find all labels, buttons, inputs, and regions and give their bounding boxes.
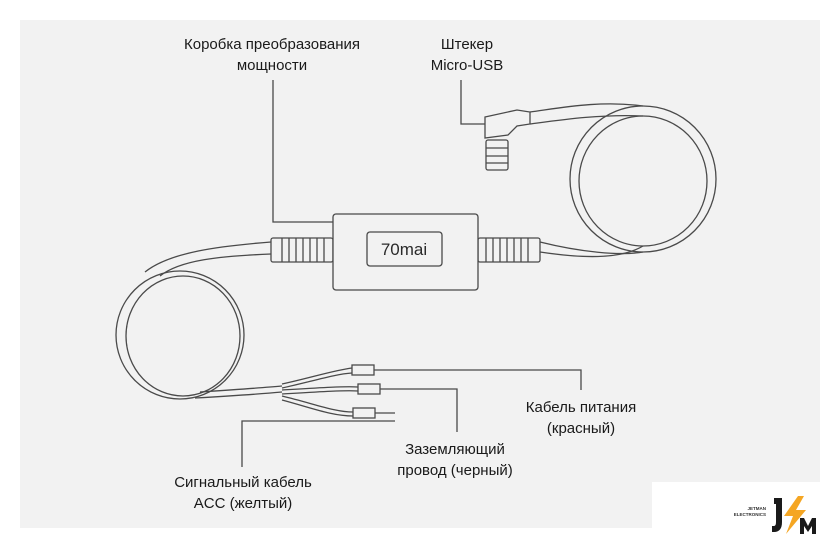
micro-usb-cable-inner [529,114,644,125]
label-power-box: Коробка преобразования мощности [184,36,360,74]
micro-usb-plug [484,109,531,171]
micro-usb-cable [529,103,644,113]
leader-ground-wire [400,388,458,432]
logo-m-letter [800,518,816,534]
diagram-panel: 70mai [20,20,820,528]
red-power-wire [281,364,395,389]
right-cable-coil-inner [578,115,708,247]
right-cable-coil [569,105,717,253]
yellow-acc-wire [281,395,395,419]
watermark-area [652,482,840,549]
watermark-text: JETMAN ELECTRONICS [733,506,766,517]
black-ground-wire [281,383,400,395]
brand-logo: 70mai [381,240,427,259]
left-cable-coil-inner [125,275,241,397]
leader-acc-cable [241,420,395,467]
wire-harness [199,385,283,393]
left-strain-relief [270,237,334,263]
wire-harness-inner [194,391,283,399]
box-cable-left [144,241,272,273]
right-strain-relief [477,237,541,263]
watermark-logo [772,496,816,534]
label-acc-cable: Сигнальный кабель ACC (желтый) [174,474,312,512]
wiring-diagram: 70mai [115,80,717,467]
leader-micro-usb [460,80,485,125]
label-micro-usb: Штекер Micro-USB [430,36,504,74]
leader-power-cable [395,369,582,390]
label-ground-wire: Заземляющий провод (черный) [397,441,513,479]
lightning-bolt-icon [784,496,806,534]
box-cable-left-inner [159,253,272,277]
left-cable-coil [115,270,245,400]
brand-plate [366,231,443,267]
box-cable-right [539,241,644,255]
label-power-cable: Кабель питания (красный) [525,399,637,437]
box-cable-right-inner [539,245,644,258]
logo-j-letter [772,498,782,532]
leader-power-box [272,80,333,223]
